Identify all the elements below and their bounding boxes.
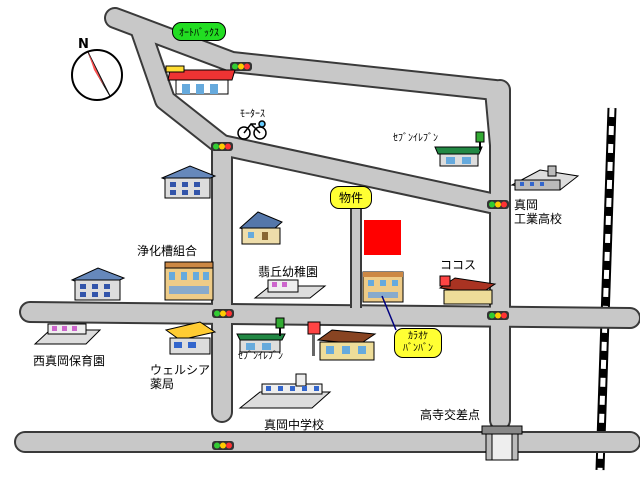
cocos-restaurant-icon [438,275,497,305]
label-junior-high-school: 真岡中学校 [264,418,325,432]
karaoke-callout-line2: ﾊﾞﾝﾊﾞﾝ [403,343,433,354]
kindergarten-building-icon [253,279,327,299]
label-pharmacy: ウェルシア 薬局 [150,363,210,391]
house-icon [239,211,283,245]
tech-high-school-building-icon [510,165,580,191]
target-callout: 物件 [330,186,373,209]
label-motors: ﾓｰﾀｰｽ [240,109,265,120]
railway-underpass-icon [481,425,523,461]
label-nursery: 西真岡保育園 [33,354,106,368]
unagen-restaurant-icon [307,321,377,361]
seven-eleven-north-store-icon [434,131,485,167]
label-seven-eleven-south: ｾﾌﾞﾝｲﾚﾌﾞﾝ [238,351,283,362]
karaoke-callout-line1: ｶﾗｵｹ [408,331,428,342]
compass-north-letter: N [78,37,89,52]
autobacs-callout: ｵｰﾄﾊﾞｯｸｽ [172,22,226,41]
apartment-building-icon [160,165,217,199]
label-cocos: ココス [440,258,477,272]
compass-icon [71,49,123,101]
side-road [350,188,362,308]
karaoke-callout: ｶﾗｵｹ ﾊﾞﾝﾊﾞﾝ [394,328,442,358]
label-tech-high-school-line2: 工業高校 [514,212,563,226]
autobacs-store-icon [165,65,236,95]
target-property-marker [364,220,401,255]
label-kindergarten: 翡丘幼稚園 [258,265,319,279]
junior-high-school-building-icon [238,373,332,409]
label-tech-high-school: 真岡 工業高校 [514,198,562,226]
label-takadera-intersection: 高寺交差点 [420,408,481,422]
traffic-light-icon [211,62,509,450]
label-pharmacy-line2: 薬局 [150,377,175,391]
label-tech-high-school-line1: 真岡 [514,198,539,212]
label-pharmacy-line1: ウェルシア [150,363,211,377]
seven-eleven-south-store-icon [236,317,286,353]
label-seven-eleven-north: ｾﾌﾞﾝｲﾚﾌﾞﾝ [393,133,438,144]
railway-line [595,107,617,471]
label-septic-union: 浄化槽組合 [137,244,198,258]
bicycle-icon [237,120,267,140]
apartment-west-building-icon [70,267,126,301]
septic-union-building-icon [164,261,214,301]
nursery-building-icon [33,323,102,345]
karaoke-leader-line [381,295,397,331]
pharmacy-building-icon [164,321,217,355]
